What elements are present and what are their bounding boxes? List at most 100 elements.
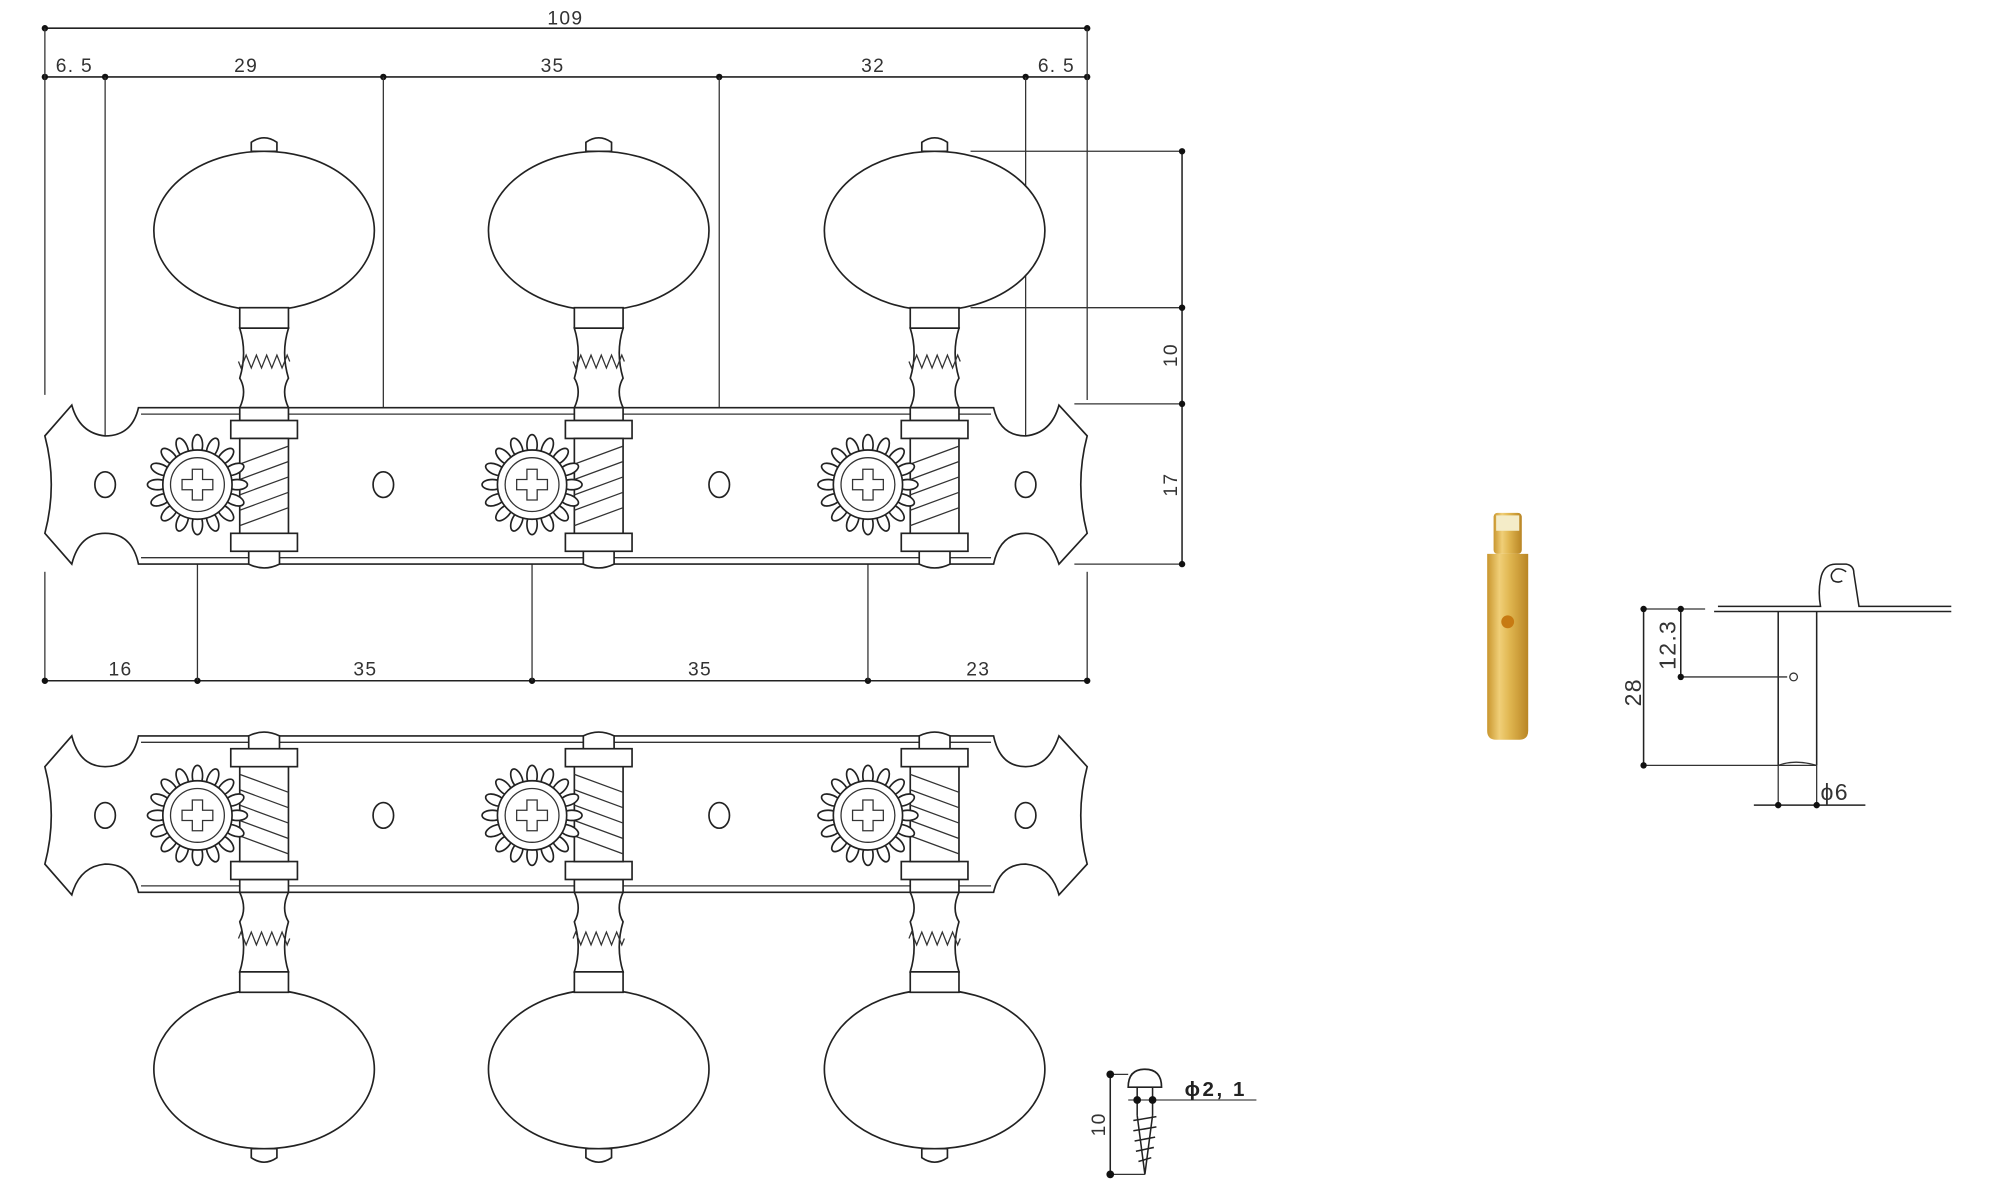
screw-drawing: ϕ2, 1 10 [1089, 1068, 1257, 1179]
knob-tip [920, 136, 949, 153]
gear-body [832, 779, 904, 851]
tuner [817, 731, 1046, 1164]
worm-collar-bottom [564, 747, 633, 768]
mirrored-plate [43, 731, 1089, 1164]
gear-wheel [481, 433, 583, 536]
tuner-knob [823, 150, 1046, 312]
gear-ring [840, 457, 896, 513]
worm-bushing [909, 878, 960, 894]
screw-length-label: 10 [1089, 1112, 1110, 1136]
worm-thread [574, 445, 624, 527]
worm-collar-bottom [564, 532, 633, 553]
roller-photo [1487, 512, 1529, 740]
top-dimensions: 109 6. 5 29 35 32 6. 5 [41, 8, 1091, 681]
tuner-plate-top-view [43, 136, 1089, 569]
tuner-knob [487, 150, 710, 312]
dim-top-seg-1: 6. 5 [56, 56, 93, 77]
dim-bottom-seg-1: 16 [109, 660, 133, 681]
roller-dimension-drawing: 28 12.3 ϕ6 [1620, 563, 1952, 809]
knob-collar [238, 306, 290, 330]
worm-collar-top [564, 860, 633, 881]
shaft-thread [237, 353, 291, 370]
worm-collar-bottom [900, 532, 969, 553]
gear-body [496, 779, 568, 851]
phillips-screw-icon [851, 799, 884, 832]
phillips-screw-icon [181, 468, 214, 501]
gear-body [161, 449, 233, 521]
tuner-knob [823, 988, 1046, 1150]
tuner-knob [153, 988, 376, 1150]
dim-knob-to-plate: 10 [1161, 343, 1182, 367]
knob-tip [585, 136, 613, 153]
dim-top-seg-4: 32 [861, 56, 885, 77]
worm-thread [239, 445, 289, 527]
end-nut [247, 731, 281, 750]
screw-hole [1014, 470, 1037, 499]
gear-ring [169, 787, 226, 843]
tuner [481, 136, 710, 569]
tuner-shaft [908, 327, 961, 409]
worm-bushing [573, 878, 624, 894]
worm-collar-top [229, 860, 299, 881]
worm-bushing [238, 878, 290, 894]
worm-thread [574, 773, 624, 855]
tuner-shaft [573, 327, 625, 409]
gear-wheel [817, 433, 919, 536]
tuner-shaft [238, 327, 290, 409]
screw-hole [1014, 801, 1037, 830]
end-nut [918, 550, 951, 569]
gear-ring [504, 787, 560, 843]
dim-bottom-seg-2: 35 [353, 660, 377, 681]
roller-length-label: 28 [1620, 678, 1646, 706]
gear-body [832, 449, 904, 521]
worm-thread [239, 773, 289, 855]
tuner [146, 731, 376, 1164]
roller-hole-position-label: 12.3 [1655, 620, 1681, 670]
knob-collar [573, 970, 624, 994]
worm-thread [910, 773, 960, 855]
gear-wheel [146, 764, 249, 867]
phillips-screw-icon [516, 468, 549, 501]
side-dimensions: 10 17 [970, 148, 1186, 568]
gear-body [496, 449, 568, 521]
knob-collar [909, 306, 960, 330]
knob-tip [250, 136, 278, 153]
end-nut [918, 731, 951, 750]
roller-diameter-label: ϕ6 [1821, 779, 1849, 805]
phillips-screw-icon [851, 468, 884, 501]
end-nut [582, 731, 615, 750]
worm-collar-top [229, 419, 299, 440]
knob-collar [238, 970, 290, 994]
dim-top-seg-3: 35 [541, 56, 565, 77]
screw-hole [94, 470, 117, 499]
dim-bottom-seg-4: 23 [966, 660, 990, 681]
worm-collar-top [900, 419, 969, 440]
worm-collar-bottom [229, 747, 299, 768]
worm-collar-top [564, 419, 633, 440]
worm-collar-bottom [900, 747, 969, 768]
worm-bushing [238, 406, 290, 422]
shaft-thread [572, 930, 625, 947]
knob-tip [250, 1147, 278, 1164]
worm-thread [910, 445, 960, 527]
end-nut [247, 550, 281, 569]
dim-plate-height: 17 [1161, 473, 1182, 497]
screw-hole [94, 801, 117, 830]
end-nut [582, 550, 615, 569]
gear-wheel [146, 433, 249, 536]
shaft-thread [572, 353, 625, 370]
worm-bushing [573, 406, 624, 422]
gear-ring [840, 787, 896, 843]
phillips-screw-icon [516, 799, 549, 832]
worm-bushing [909, 406, 960, 422]
worm-collar-top [900, 860, 969, 881]
dim-bottom-seg-3: 35 [688, 660, 712, 681]
knob-tip [920, 1147, 949, 1164]
tuner [481, 731, 710, 1164]
tuner-shaft [573, 891, 625, 973]
shaft-thread [908, 353, 961, 370]
knob-collar [573, 306, 624, 330]
shaft-thread [908, 930, 961, 947]
screw-diameter-label: ϕ2, 1 [1185, 1078, 1247, 1101]
